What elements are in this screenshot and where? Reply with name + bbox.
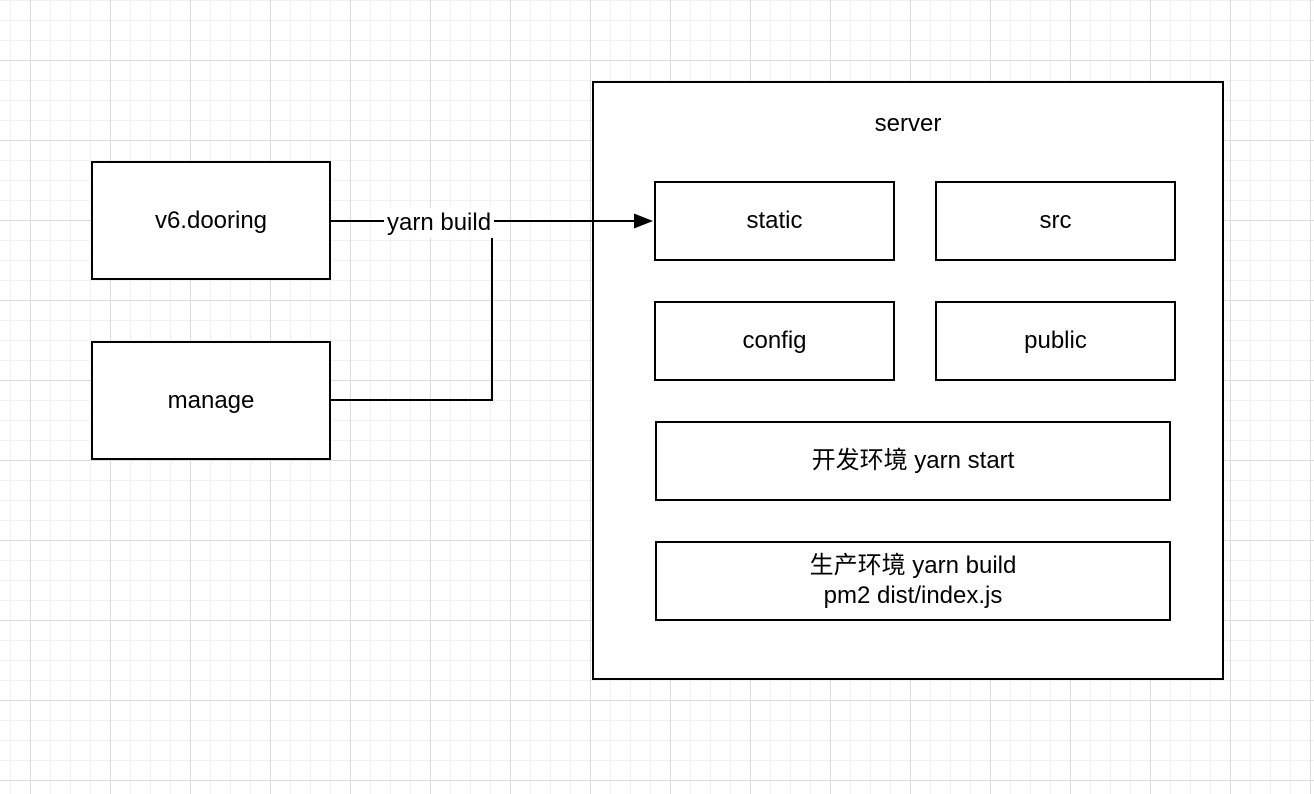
edge-label-yarn-build[interactable]: yarn build xyxy=(384,208,495,238)
node-config-label: config xyxy=(742,327,807,354)
group-server-label: server xyxy=(874,110,942,137)
node-v6-dooring-label: v6.dooring xyxy=(154,206,268,234)
node-public[interactable]: public xyxy=(935,301,1176,381)
node-prod-env-line2: pm2 dist/index.js xyxy=(823,582,1003,609)
node-dev-env-label: 开发环境 yarn start xyxy=(811,447,1015,474)
node-public-label: public xyxy=(1024,327,1087,354)
node-dev-env[interactable]: 开发环境 yarn start xyxy=(655,421,1171,501)
node-v6-dooring[interactable]: v6.dooring xyxy=(91,161,331,280)
node-prod-env[interactable]: 生产环境 yarn build pm2 dist/index.js xyxy=(655,541,1171,621)
node-prod-env-line1: 生产环境 yarn build xyxy=(809,552,1017,579)
node-static[interactable]: static xyxy=(654,181,895,261)
node-manage-label: manage xyxy=(167,386,255,414)
node-manage[interactable]: manage xyxy=(91,341,331,460)
node-static-label: static xyxy=(746,207,803,234)
edge-manage-to-build[interactable] xyxy=(331,222,493,401)
node-src-label: src xyxy=(1039,207,1072,234)
node-config[interactable]: config xyxy=(654,301,895,381)
node-src[interactable]: src xyxy=(935,181,1176,261)
